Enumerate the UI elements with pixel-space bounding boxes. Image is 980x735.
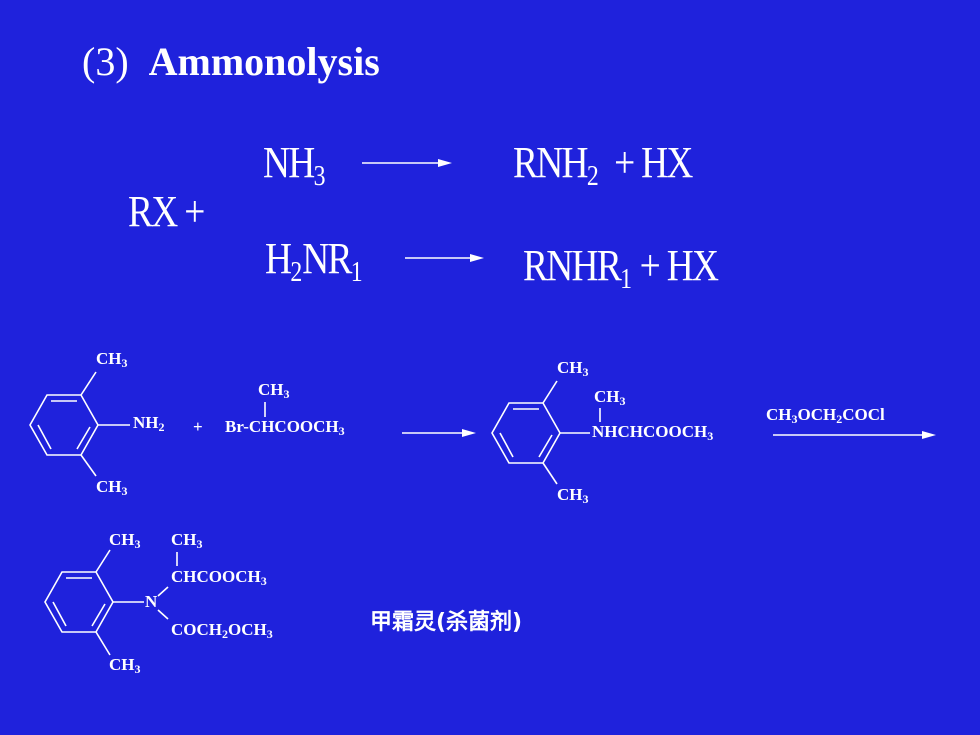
bromoester-ch3: CH3 [258,380,290,401]
arrow-2 [405,254,484,262]
plus-sign: + [193,417,203,436]
reagent-acid-chloride: CH3OCH2COCl [766,405,885,426]
product-ch3-top: CH3 [109,530,141,551]
product-name: 甲霜灵(杀菌剂) [370,610,523,635]
intermediate-chain: NHCHCOOCH3 [592,422,714,443]
reagent-h2nr1: H2NR1 [265,234,363,288]
arrow-4 [773,431,936,439]
product-chain-ester: CHCOOCH3 [171,567,267,588]
arrow-1 [362,159,452,167]
product-rnhr1: RNHR1 + HX [523,241,719,295]
reagent-nh3: NH3 [263,138,326,192]
start-ch3-bottom: CH3 [96,477,128,498]
product-ch3-bottom: CH3 [109,655,141,676]
slide-title: (3) Ammonolysis [82,38,380,85]
bromoester-chain: Br-CHCOOCH3 [225,417,345,438]
rx-plus: RX + [128,187,205,236]
product-ch3: CH3 [171,530,203,551]
intermediate-ch3-top: CH3 [557,358,589,379]
intermediate-ch3: CH3 [594,387,626,408]
product-nitrogen: N [145,592,158,611]
benzene-ring-3 [44,549,178,656]
start-ch3-top: CH3 [96,349,128,370]
product-rnh2: RNH2 + HX [513,138,693,192]
title-number: (3) [82,39,129,84]
title-text: Ammonolysis [148,39,380,84]
intermediate-ch3-bottom: CH3 [557,485,589,506]
start-nh2: NH2 [133,413,165,434]
benzene-ring-1 [29,371,130,477]
product-chain-amide: COCH2OCH3 [171,620,273,641]
arrow-3 [402,429,476,437]
benzene-ring-2 [491,380,601,485]
